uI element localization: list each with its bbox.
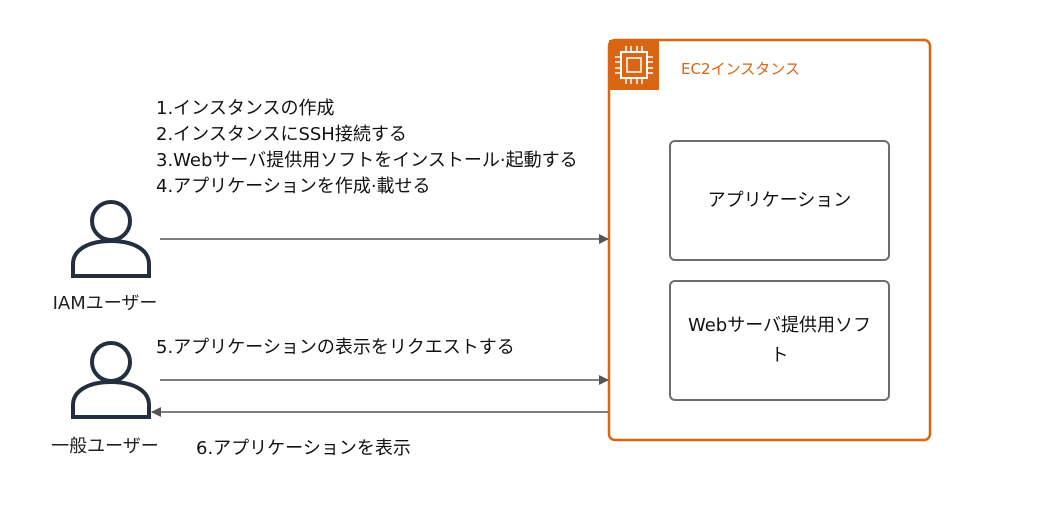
ec2-container [607, 38, 932, 442]
application-box: アプリケーション [669, 140, 890, 261]
iam-steps-list: 1.インスタンスの作成 2.インスタンスにSSH接続する 3.Webサーバ提供用… [156, 96, 596, 200]
iam-user-icon [71, 200, 151, 278]
iam-step-4: 4.アプリケーションを作成·載せる [156, 176, 431, 197]
ec2-chip-icon [609, 40, 659, 90]
request-label: 5.アプリケーションの表示をリクエストする [156, 337, 515, 358]
ec2-title: EC2インスタンス [681, 60, 800, 78]
iam-step-1: 1.インスタンスの作成 [156, 98, 335, 119]
web-software-box: Webサーバ提供用ソフト [669, 280, 890, 401]
iam-step-3: 3.Webサーバ提供用ソフトをインストール·起動する [156, 150, 578, 171]
iam-user-label: IAMユーザー [52, 293, 158, 314]
application-box-label: アプリケーション [707, 189, 852, 211]
display-label: 6.アプリケーションを表示 [196, 438, 411, 459]
general-user-label: 一般ユーザー [51, 436, 159, 457]
iam-step-2: 2.インスタンスにSSH接続する [156, 124, 407, 145]
general-user-icon [71, 341, 151, 419]
web-software-box-label: Webサーバ提供用ソフト [687, 314, 872, 366]
